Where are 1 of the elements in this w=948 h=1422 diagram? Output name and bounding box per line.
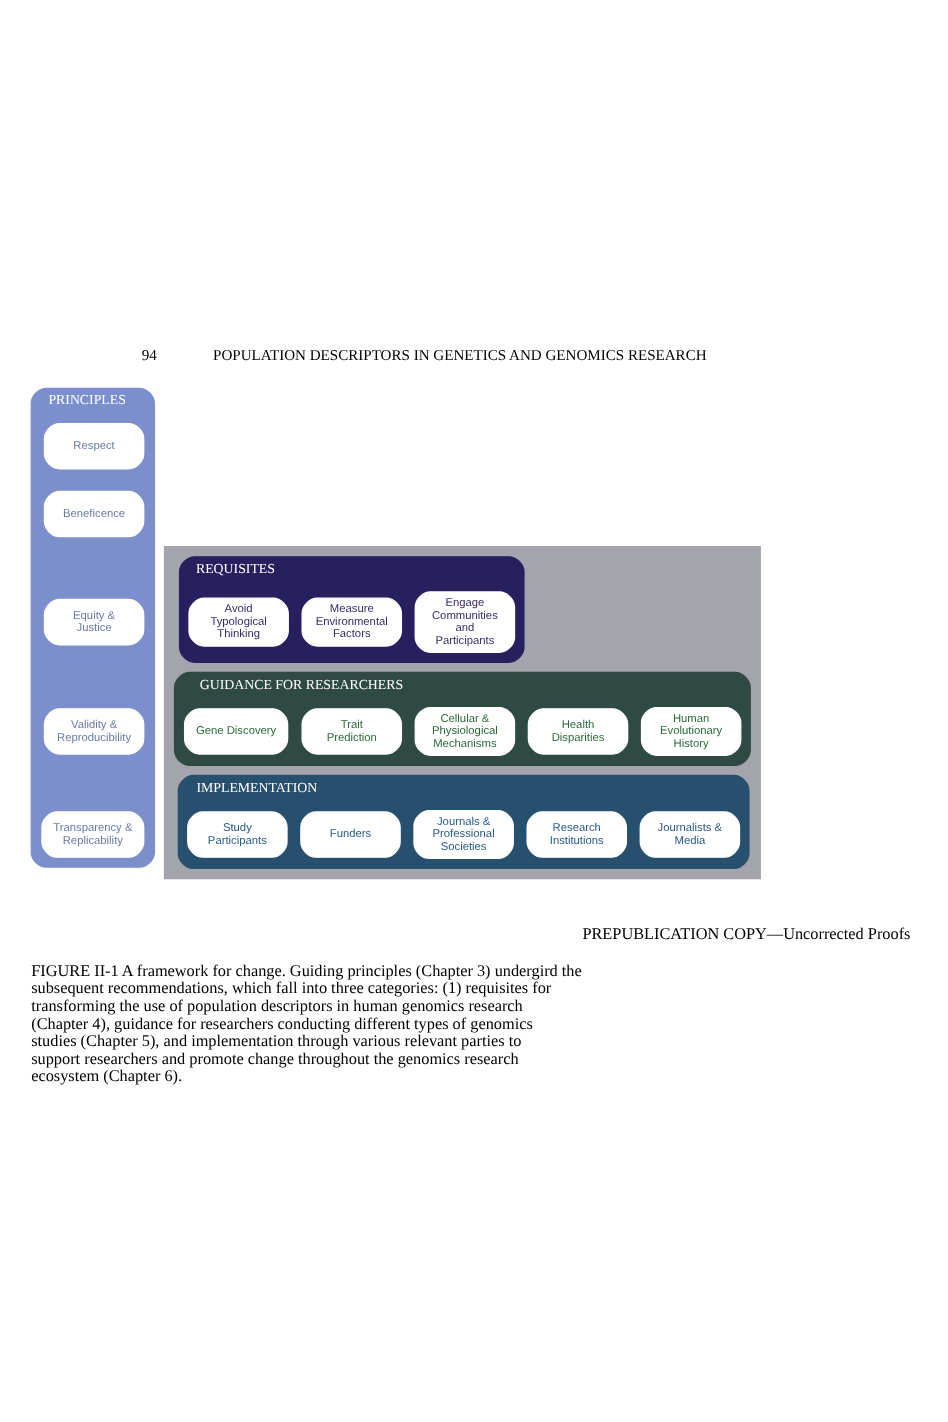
cluster xyxy=(163,545,761,879)
